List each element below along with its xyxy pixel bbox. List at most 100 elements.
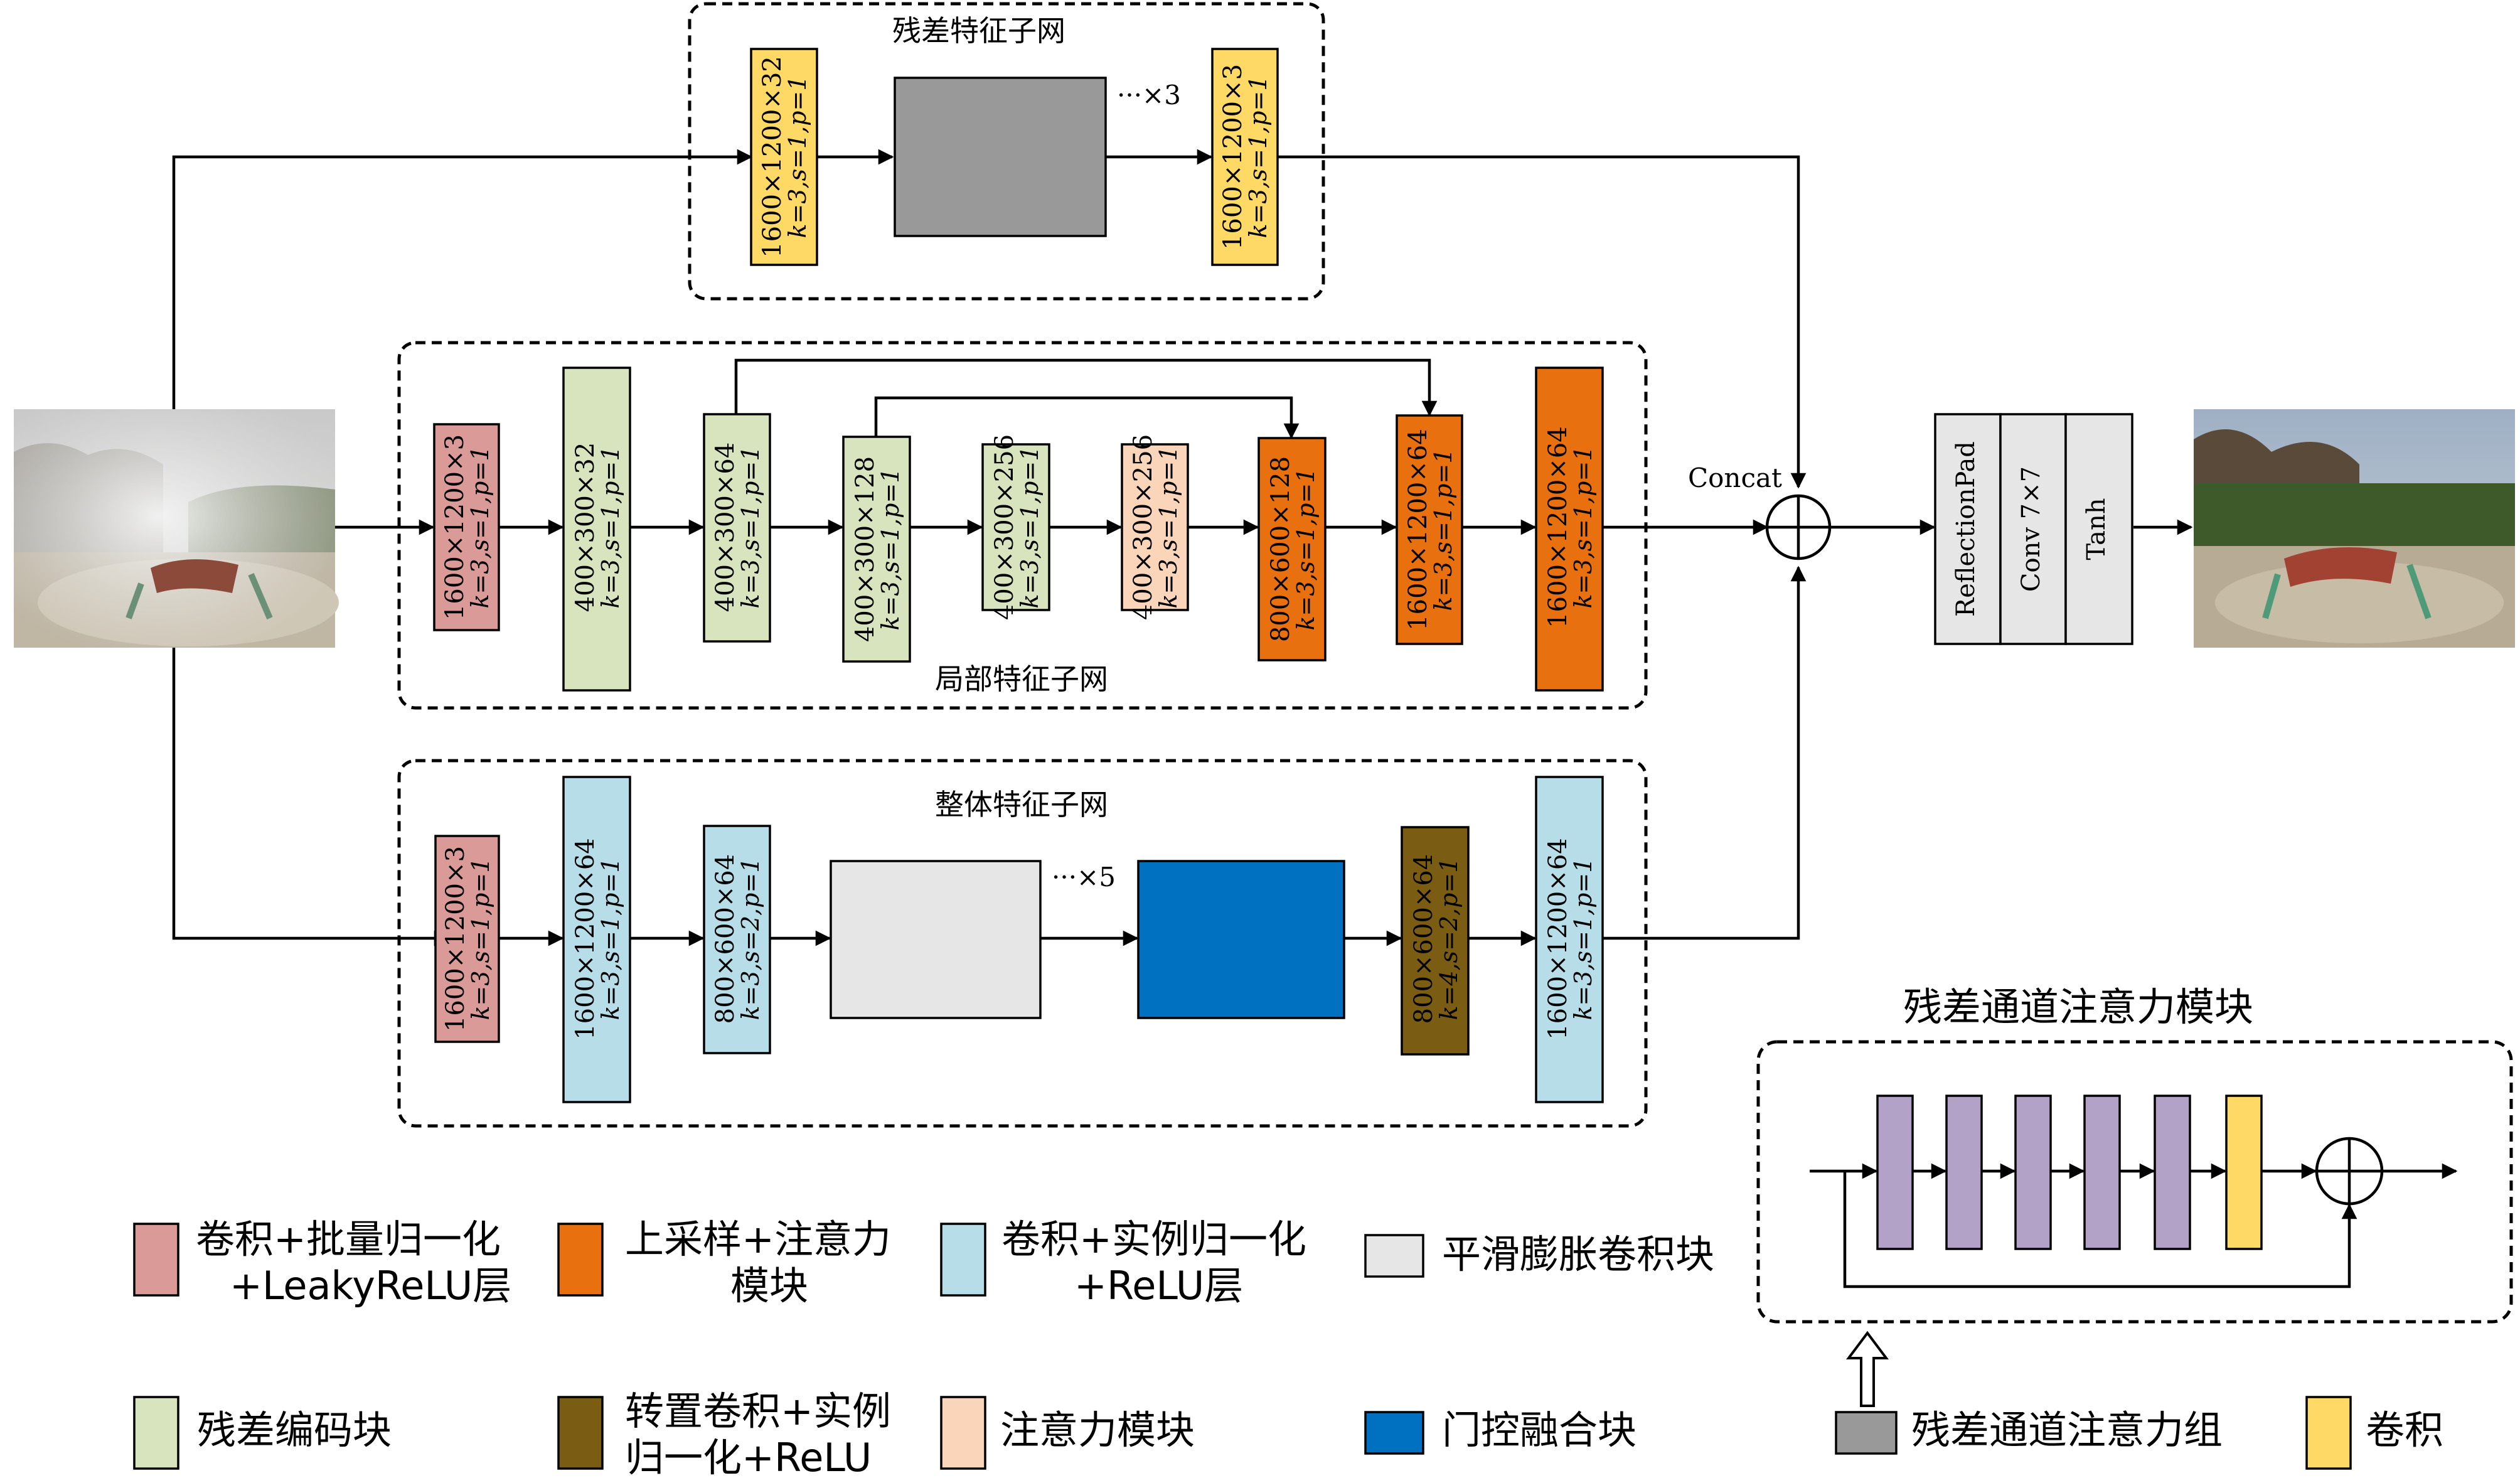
residual-output-conv-block (1211, 48, 1279, 266)
legend-transposed-conv-line1: 转置卷积+实例 (625, 1388, 891, 1434)
output-layers: ReflectionPad Conv 7×7 Tanh (1934, 413, 2133, 645)
local-block-1 (433, 423, 500, 631)
local-subnet-frame (397, 341, 1648, 710)
rcab-frame (1756, 1040, 2513, 1324)
global-block-5-param: k=3,s=1,p=1 (1569, 857, 1597, 1020)
residual-subnet-title: 残差特征子网 (892, 14, 1065, 48)
global-block-4 (1401, 826, 1470, 1056)
rcab-conv-2 (1945, 1095, 1983, 1250)
rcab-conv-3 (2014, 1095, 2052, 1250)
legend-conv-bn-leaky-line2: +LeakyReLU层 (230, 1263, 511, 1309)
residual-input-conv-block (750, 48, 818, 266)
global-subnet-title: 整体特征子网 (935, 788, 1108, 822)
residual-output-size: 1600×1200×3 (1219, 64, 1247, 250)
residual-repeat-label: ···×3 (1117, 80, 1181, 110)
local-block-5-size: 400×300×256 (990, 434, 1019, 620)
global-block-4-size: 800×600×64 (1409, 854, 1438, 1024)
connections (172, 149, 2193, 946)
legend: 卷积+批量归一化 +LeakyReLU层 上采样+注意力 模块 卷积+实例归一化… (133, 1216, 2443, 1478)
rcab-title: 残差通道注意力模块 (1903, 984, 2253, 1030)
legend-gated-fusion: 门控融合块 (1442, 1407, 1636, 1453)
local-block-8 (1396, 414, 1463, 645)
local-block-3-param: k=3,s=1,p=1 (737, 446, 764, 608)
local-block-4-param: k=3,s=1,p=1 (877, 468, 904, 630)
local-block-4-size: 400×300×128 (851, 456, 880, 642)
local-block-8-size: 1600×1200×64 (1404, 429, 1433, 631)
global-block-1 (434, 835, 500, 1043)
global-block-3-size: 800×600×64 (711, 854, 740, 1024)
residual-input-param: k=3,s=1,p=1 (784, 75, 811, 238)
legend-swatch-conv-in-relu (940, 1223, 986, 1297)
legend-swatch-attention-module (940, 1396, 986, 1470)
local-block-3 (703, 413, 771, 643)
local-block-1-size: 1600×1200×3 (440, 434, 469, 620)
global-block-1-param: k=3,s=1,p=1 (467, 857, 494, 1020)
legend-smooth-dilated: 平滑膨胀卷积块 (1442, 1231, 1714, 1277)
residual-subnet-blocks: 1600×1200×32 k=3,s=1,p=1 ···×3 1600×1200… (750, 48, 1279, 266)
legend-swatch-smooth-dilated (1364, 1234, 1424, 1278)
tanh-label: Tanh (2082, 498, 2111, 560)
smooth-dilated-conv-block (830, 860, 1042, 1019)
residual-input-size: 1600×1200×32 (758, 56, 787, 258)
local-block-4 (842, 436, 911, 663)
local-subnet-blocks: 1600×1200×3k=3,s=1,p=1 400×300×32k=3,s=1… (433, 367, 1604, 692)
legend-rcag: 残差通道注意力组 (1911, 1407, 2223, 1453)
global-subnet-blocks: 1600×1200×3k=3,s=1,p=1 1600×1200×64k=3,s… (434, 776, 1604, 1103)
expand-arrow-icon (1846, 1331, 1889, 1407)
residual-subnet-frame (688, 2, 1325, 301)
legend-swatch-conv-bn-leaky (133, 1223, 179, 1297)
legend-conv-bn-leaky-line1: 卷积+批量归一化 (196, 1216, 501, 1262)
global-block-2-size: 1600×1200×64 (571, 838, 600, 1040)
dehazed-output-image (2194, 409, 2515, 648)
global-block-2 (562, 776, 631, 1103)
hazy-input-image (14, 409, 339, 648)
legend-swatch-upsample-attention (557, 1223, 604, 1297)
rcab-conv-5 (2154, 1095, 2191, 1250)
legend-conv-in-relu-line1: 卷积+实例归一化 (1001, 1216, 1306, 1262)
global-block-3 (703, 825, 771, 1054)
local-block-5 (981, 443, 1050, 611)
local-block-7-size: 800×600×128 (1266, 456, 1295, 642)
local-block-6-param: k=3,s=1,p=1 (1155, 446, 1182, 608)
legend-swatch-residual-encoder (133, 1396, 179, 1470)
legend-upsample-attention-line2: 模块 (730, 1263, 808, 1309)
rcab-conv-4 (2083, 1095, 2121, 1250)
local-block-7 (1257, 437, 1327, 661)
legend-swatch-gated-fusion (1364, 1411, 1424, 1455)
global-block-3-param: k=3,s=2,p=1 (737, 857, 764, 1020)
local-block-8-param: k=3,s=1,p=1 (1429, 448, 1457, 611)
global-subnet-frame (397, 759, 1648, 1128)
rcab-diagram (1810, 1095, 2458, 1288)
local-block-2-param: k=3,s=1,p=1 (597, 446, 624, 608)
global-block-5 (1535, 776, 1604, 1103)
local-block-9-param: k=3,s=1,p=1 (1569, 446, 1597, 608)
local-block-6-size: 400×300×256 (1129, 434, 1158, 620)
local-subnet-title: 局部特征子网 (935, 662, 1108, 696)
conv7x7-layer (1999, 413, 2067, 645)
local-block-7-param: k=3,s=1,p=1 (1292, 468, 1320, 630)
global-block-2-param: k=3,s=1,p=1 (597, 857, 624, 1020)
global-block-4-param: k=4,s=2,p=1 (1435, 857, 1463, 1020)
global-repeat-label: ···×5 (1052, 862, 1116, 892)
local-block-2 (562, 367, 631, 692)
local-block-9-size: 1600×1200×64 (1544, 426, 1572, 628)
local-block-1-param: k=3,s=1,p=1 (466, 446, 494, 608)
concat-node (1765, 494, 1832, 560)
legend-conv: 卷积 (2366, 1407, 2443, 1453)
local-block-9 (1535, 367, 1604, 692)
local-block-5-param: k=3,s=1,p=1 (1016, 446, 1044, 608)
global-block-5-size: 1600×1200×64 (1544, 838, 1572, 1040)
global-block-1-size: 1600×1200×3 (441, 846, 470, 1032)
concat-label: Concat (1688, 463, 1782, 493)
reflection-pad-label: ReflectionPad (1951, 441, 1980, 617)
legend-swatch-conv (2305, 1396, 2352, 1470)
legend-residual-encoder: 残差编码块 (197, 1407, 392, 1453)
legend-swatch-rcag (1835, 1411, 1898, 1455)
local-block-6 (1121, 443, 1189, 611)
tanh-layer (2064, 413, 2133, 645)
legend-conv-in-relu-line2: +ReLU层 (1074, 1263, 1243, 1309)
legend-swatch-transposed-conv (557, 1396, 604, 1470)
local-block-2-size: 400×300×32 (571, 442, 600, 613)
